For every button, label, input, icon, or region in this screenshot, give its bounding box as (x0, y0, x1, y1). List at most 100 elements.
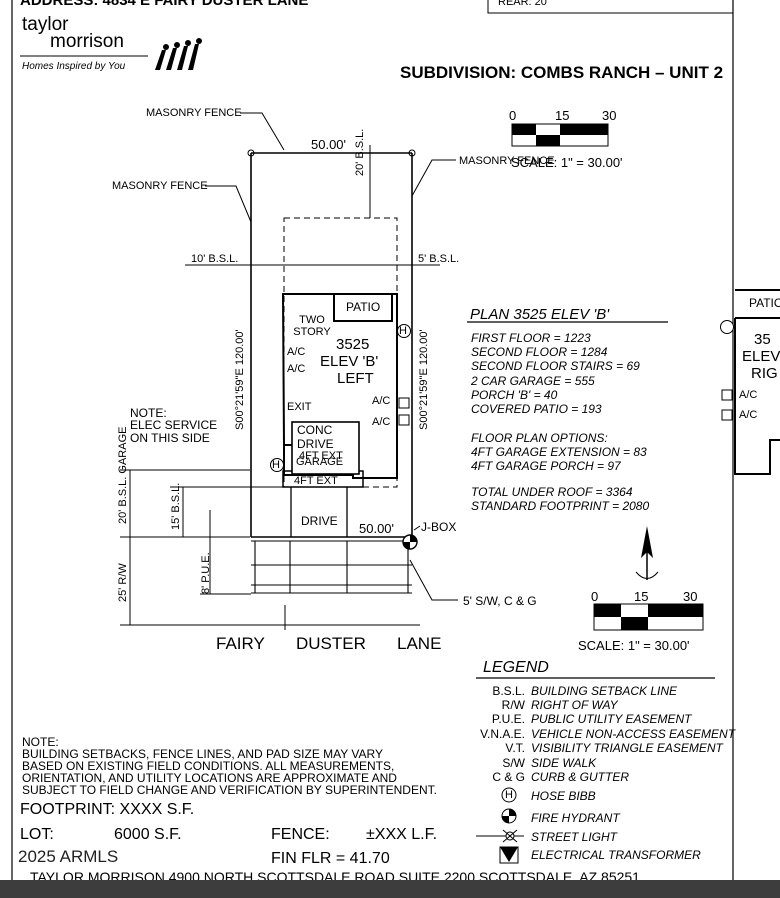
note-line: SUBJECT TO FIELD CHANGE AND VERIFICATION… (22, 783, 437, 797)
ac-label-2: A/C (287, 363, 306, 375)
legend-text: PUBLIC UTILITY EASEMENT (531, 712, 692, 726)
lot-boundary (247, 149, 416, 538)
garage-setback-dimension: 20' B.S.L. GARAGE (117, 426, 129, 524)
legend-text: FIRE HYDRANT (531, 811, 620, 825)
legend-text: CURB & GUTTER (531, 770, 630, 784)
hose-bibb-icon: H (505, 789, 513, 801)
top-scale-bar (511, 123, 609, 147)
north-arrow (635, 526, 659, 580)
neighbor-ac-label-1: A/C (739, 389, 758, 401)
elec-note-line2: ON THIS SIDE (130, 431, 210, 445)
house-footprint (281, 293, 398, 488)
legend-abbr: B.S.L. (492, 684, 525, 698)
top-scale-tick-30: 30 (602, 108, 617, 123)
legend-abbr: C & G (492, 770, 525, 784)
note-line: BUILDING SETBACKS, FENCE LINES, AND PAD … (22, 747, 383, 761)
plan-info-row: SECOND FLOOR STAIRS = 69 (471, 359, 640, 373)
right-of-way-dimension: 25' R/W (117, 563, 129, 602)
garage-label: GARAGE (296, 456, 344, 468)
brand-name-line2: morrison (50, 31, 124, 52)
garage-label-ext: 4FT EXT (299, 450, 343, 462)
top-scale-tick-0: 0 (509, 108, 517, 123)
neighbor-plan-number: 35 (754, 331, 771, 348)
street-name-word2: DUSTER (296, 634, 366, 653)
plan-number-label: 3525 (336, 336, 370, 353)
hose-bibb-icon: H (272, 459, 280, 471)
two-story-label: TWO STORY (293, 314, 331, 338)
neighbor-patio-label: PATIO (749, 296, 780, 310)
brand-name-line1: taylor (22, 14, 69, 35)
elevation-label: ELEV 'B' (320, 353, 379, 370)
plan-options-title: FLOOR PLAN OPTIONS: (471, 431, 608, 445)
top-scale-label: SCALE: 1" = 30.00' (511, 155, 623, 170)
garage-label-drive: DRIVE (297, 437, 334, 451)
neighbor-orientation-label: RIG (751, 365, 778, 382)
sidewalk-label: 5' S/W, C & G (463, 594, 537, 608)
legend-abbr: V.N.A.E. (480, 727, 525, 741)
side-setback-right: 5' B.S.L. (418, 253, 460, 265)
plan-option-row: 4FT GARAGE EXTENSION = 83 (471, 445, 647, 459)
address-heading: ADDRESS: 4834 E FAIRY DUSTER LANE (20, 0, 309, 9)
plan-option-row: 4FT GARAGE PORCH = 97 (471, 459, 621, 473)
legend-title: LEGEND (483, 659, 549, 676)
masonry-fence-label-2: MASONRY FENCE (112, 180, 208, 192)
note-title: NOTE: (22, 735, 59, 749)
legend-text: VISIBILITY TRIANGLE EASEMENT (531, 741, 723, 755)
subdivision-title: SUBDIVISION: COMBS RANCH – UNIT 2 (400, 63, 724, 82)
lot-area-label: LOT: (20, 826, 54, 843)
plan-total-row: STANDARD FOOTPRINT = 2080 (471, 499, 650, 513)
elec-note-title: NOTE: (130, 406, 167, 420)
footer-bar (0, 880, 780, 898)
note-line: ORIENTATION, AND UTILITY LOCATIONS ARE A… (22, 771, 397, 785)
plan-info-row: PORCH 'B' = 40 (471, 388, 558, 402)
street-name-word3: LANE (397, 634, 442, 653)
listing-watermark: 2025 ARMLS (18, 847, 119, 866)
plan-info-row: SECOND FLOOR = 1284 (471, 345, 608, 359)
top-scale-tick-15: 15 (555, 108, 570, 123)
rear-setback-dimension: 20' B.S.L. (354, 128, 366, 176)
rear-setback-label: REAR: 20' (498, 0, 550, 8)
bottom-scale-label: SCALE: 1" = 30.00' (578, 638, 690, 653)
legend-abbr: V.T. (505, 741, 525, 755)
plan-total-row: TOTAL UNDER ROOF = 3364 (471, 485, 633, 499)
legend-text: ELECTRICAL TRANSFORMER (531, 848, 701, 862)
street-name-word1: FAIRY (216, 634, 265, 653)
bottom-scale-tick-30: 30 (683, 589, 698, 604)
lot-width-bottom: 50.00' (359, 521, 395, 536)
bottom-scale-tick-15: 15 (634, 589, 649, 604)
legend-text: VEHICLE NON-ACCESS EASEMENT (531, 727, 736, 741)
neighbor-elev-label: ELEV (742, 348, 780, 365)
note-line: BASED ON EXISTING FIELD CONDITIONS. ALL … (22, 759, 395, 773)
lot-depth-right: S00°21'59"E 120.00' (418, 329, 430, 430)
legend-text: RIGHT OF WAY (531, 698, 618, 712)
masonry-fence-label-3: MASONRY FENCE (459, 155, 555, 167)
legend-text: STREET LIGHT (531, 830, 618, 844)
garage-extension-label: 4FT EXT (294, 475, 338, 487)
hose-bibb-icon: H (399, 325, 407, 337)
plan-info-row: 2 CAR GARAGE = 555 (471, 374, 595, 388)
lot-width-top: 50.00' (311, 137, 347, 152)
plan-info-row: COVERED PATIO = 193 (471, 402, 602, 416)
plan-info-title: PLAN 3525 ELEV 'B' (470, 306, 610, 323)
pue-dimension: 8' P.U.E. (200, 552, 212, 594)
legend-abbr: P.U.E. (491, 712, 525, 726)
legend-text: HOSE BIBB (531, 789, 596, 803)
brand-tagline: Homes Inspired by You (22, 61, 126, 72)
drive-label: DRIVE (301, 514, 338, 528)
legend-text: SIDE WALK (531, 756, 597, 770)
finished-floor-value: FIN FLR = 41.70 (271, 850, 390, 867)
masonry-fence-label-1: MASONRY FENCE (146, 107, 242, 119)
bottom-scale-tick-0: 0 (591, 589, 599, 604)
ac-label-4: A/C (372, 416, 391, 428)
fence-label: FENCE: (271, 826, 330, 843)
garage-label-conc: CONC (297, 423, 333, 437)
ac-label-1: A/C (287, 346, 306, 358)
jbox-label: J-BOX (421, 520, 457, 534)
legend-abbr: R/W (501, 698, 525, 712)
side-setback-left: 10' B.S.L. (191, 253, 239, 265)
setback-15-dimension: 15' B.S.L. (170, 482, 182, 530)
neighbor-ac-label-2: A/C (739, 409, 758, 421)
lot-area-value: 6000 S.F. (114, 826, 182, 843)
legend-abbr: S/W (502, 756, 525, 770)
